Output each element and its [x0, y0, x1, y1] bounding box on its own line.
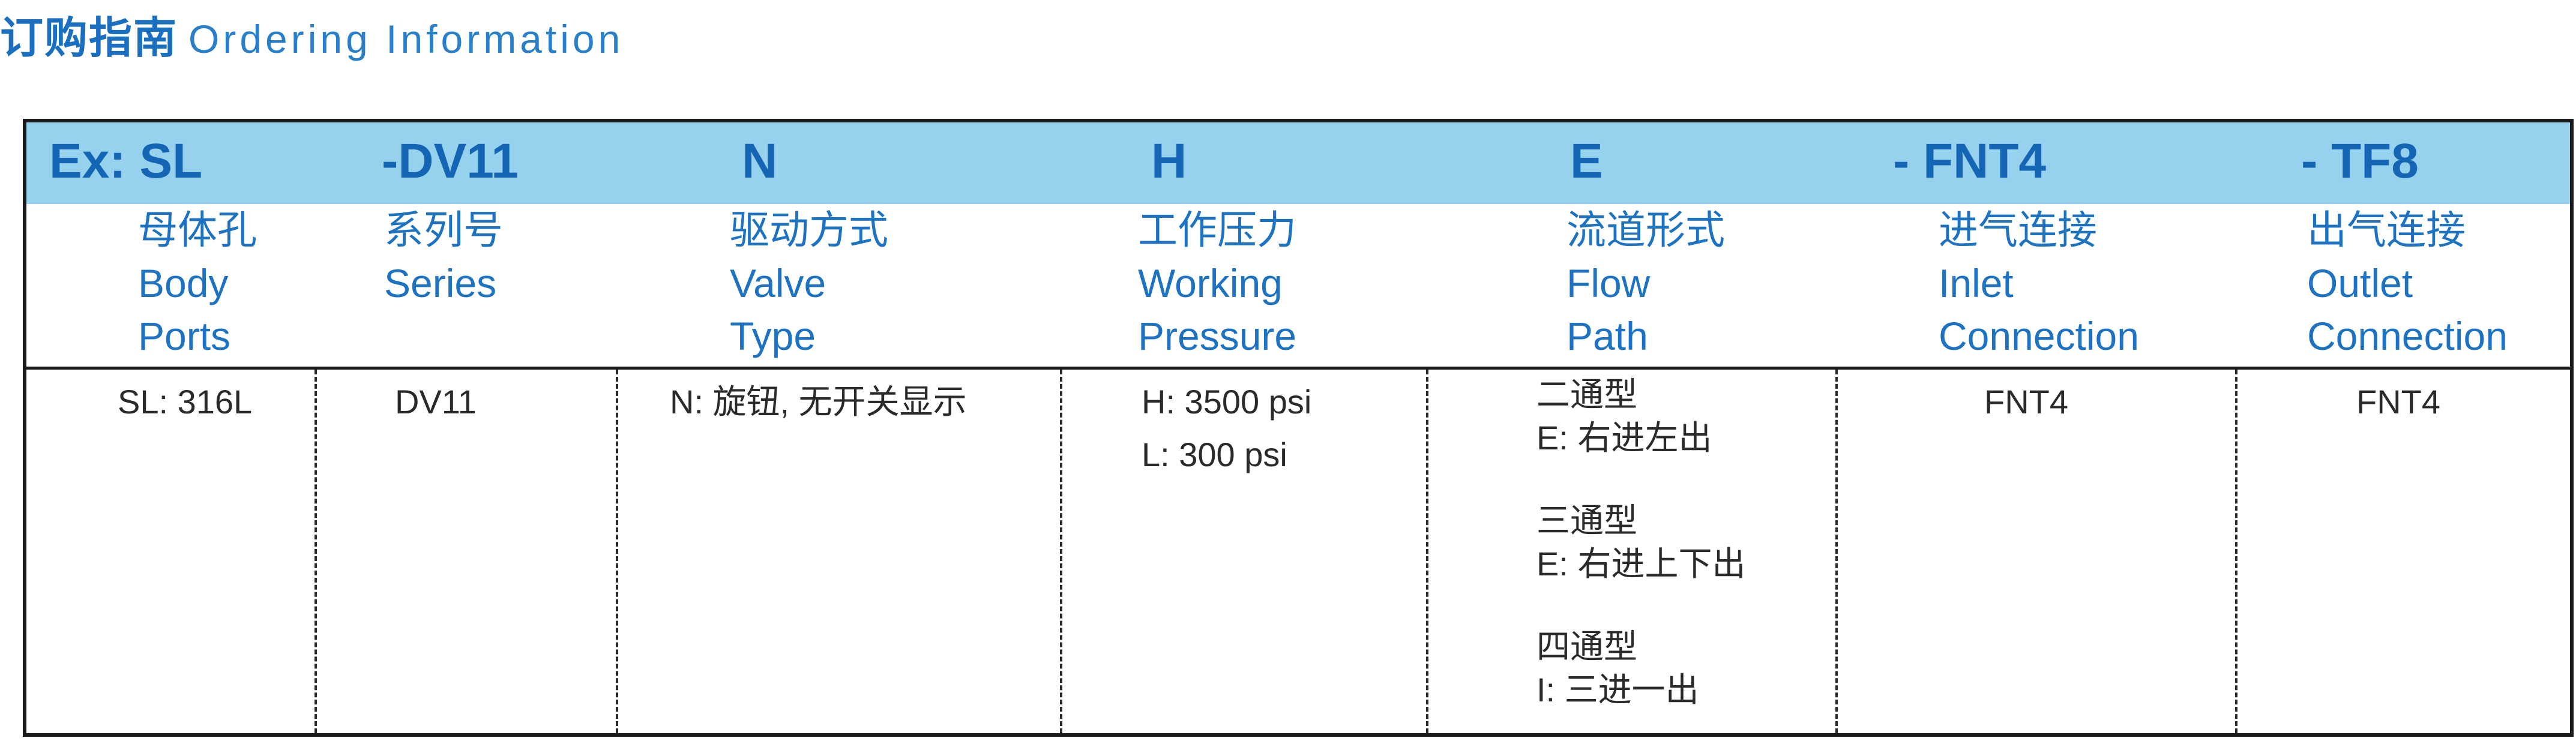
header-divider	[26, 367, 2570, 370]
option-body-ports: SL: 316L	[118, 383, 253, 421]
code-outlet: - TF8	[2301, 134, 2419, 188]
label-valve-type-en2: Type	[730, 314, 816, 358]
label-inlet-en1: Inlet	[1939, 261, 2014, 305]
heading-title-en: Ordering Information	[188, 17, 624, 61]
option-outlet: FNT4	[2356, 383, 2440, 421]
option-flow-path: 二通型 E: 右进左出 三通型 E: 右进上下出 四通型 I: 三进一出	[1536, 373, 1745, 712]
label-outlet-en2: Connection	[2307, 314, 2508, 358]
code-body-ports: Ex: SL	[49, 134, 203, 188]
code-pressure: H	[1151, 134, 1187, 188]
label-pressure-en1: Working	[1138, 261, 1283, 305]
option-series: DV11	[395, 383, 477, 421]
label-valve-type-en1: Valve	[730, 261, 826, 305]
column-divider	[1426, 370, 1428, 733]
label-flow-path: 流道形式 Flow Path	[1566, 204, 1725, 362]
column-divider	[1835, 370, 1838, 733]
option-pressure-low: L: 300 psi	[1142, 436, 1287, 473]
label-body-ports-en2: Ports	[138, 314, 231, 358]
option-pressure-high: H: 3500 psi	[1142, 383, 1312, 421]
ordering-table: Ex: SL -DV11 N H E - FNT4 - TF8 母体孔 Body…	[23, 119, 2574, 737]
label-series: 系列号 Series	[384, 204, 503, 310]
label-series-cn: 系列号	[384, 207, 503, 253]
column-divider	[2235, 370, 2237, 733]
label-flow-path-en2: Path	[1566, 314, 1648, 358]
label-body-ports-cn: 母体孔	[138, 207, 257, 253]
column-divider	[314, 370, 317, 733]
label-pressure-cn: 工作压力	[1138, 207, 1296, 253]
label-outlet: 出气连接 Outlet Connection	[2307, 204, 2508, 362]
label-body-ports-en1: Body	[138, 261, 229, 305]
label-series-en1: Series	[384, 261, 497, 305]
column-divider	[616, 370, 618, 733]
label-inlet-cn: 进气连接	[1939, 207, 2097, 253]
label-inlet-en2: Connection	[1939, 314, 2139, 358]
code-series: -DV11	[382, 134, 519, 188]
flow-four-way-title: 四通型	[1536, 628, 1637, 665]
label-valve-type: 驱动方式 Valve Type	[730, 204, 888, 362]
label-pressure-en2: Pressure	[1138, 314, 1297, 358]
flow-three-way-title: 三通型	[1536, 502, 1637, 539]
code-band	[26, 122, 2570, 204]
flow-four-way-option: I: 三进一出	[1536, 671, 1699, 709]
option-valve-type: N: 旋钮, 无开关显示	[670, 383, 967, 421]
flow-two-way-title: 二通型	[1536, 376, 1637, 413]
column-divider	[1060, 370, 1062, 733]
label-pressure: 工作压力 Working Pressure	[1138, 204, 1296, 362]
label-outlet-en1: Outlet	[2307, 261, 2413, 305]
label-flow-path-en1: Flow	[1566, 261, 1651, 305]
flow-two-way-option: E: 右进左出	[1536, 419, 1712, 457]
code-flow-path: E	[1570, 134, 1603, 188]
label-body-ports: 母体孔 Body Ports	[138, 204, 257, 362]
label-outlet-cn: 出气连接	[2307, 207, 2466, 253]
label-flow-path-cn: 流道形式	[1566, 207, 1725, 253]
flow-three-way-option: E: 右进上下出	[1536, 545, 1746, 583]
label-inlet: 进气连接 Inlet Connection	[1939, 204, 2139, 362]
option-inlet: FNT4	[1984, 383, 2068, 421]
heading-title-cn: 订购指南	[0, 13, 178, 63]
code-inlet: - FNT4	[1893, 134, 2047, 188]
label-valve-type-cn: 驱动方式	[730, 207, 888, 253]
code-valve-type: N	[742, 134, 778, 188]
option-pressure: H: 3500 psi L: 300 psi	[1142, 380, 1311, 476]
